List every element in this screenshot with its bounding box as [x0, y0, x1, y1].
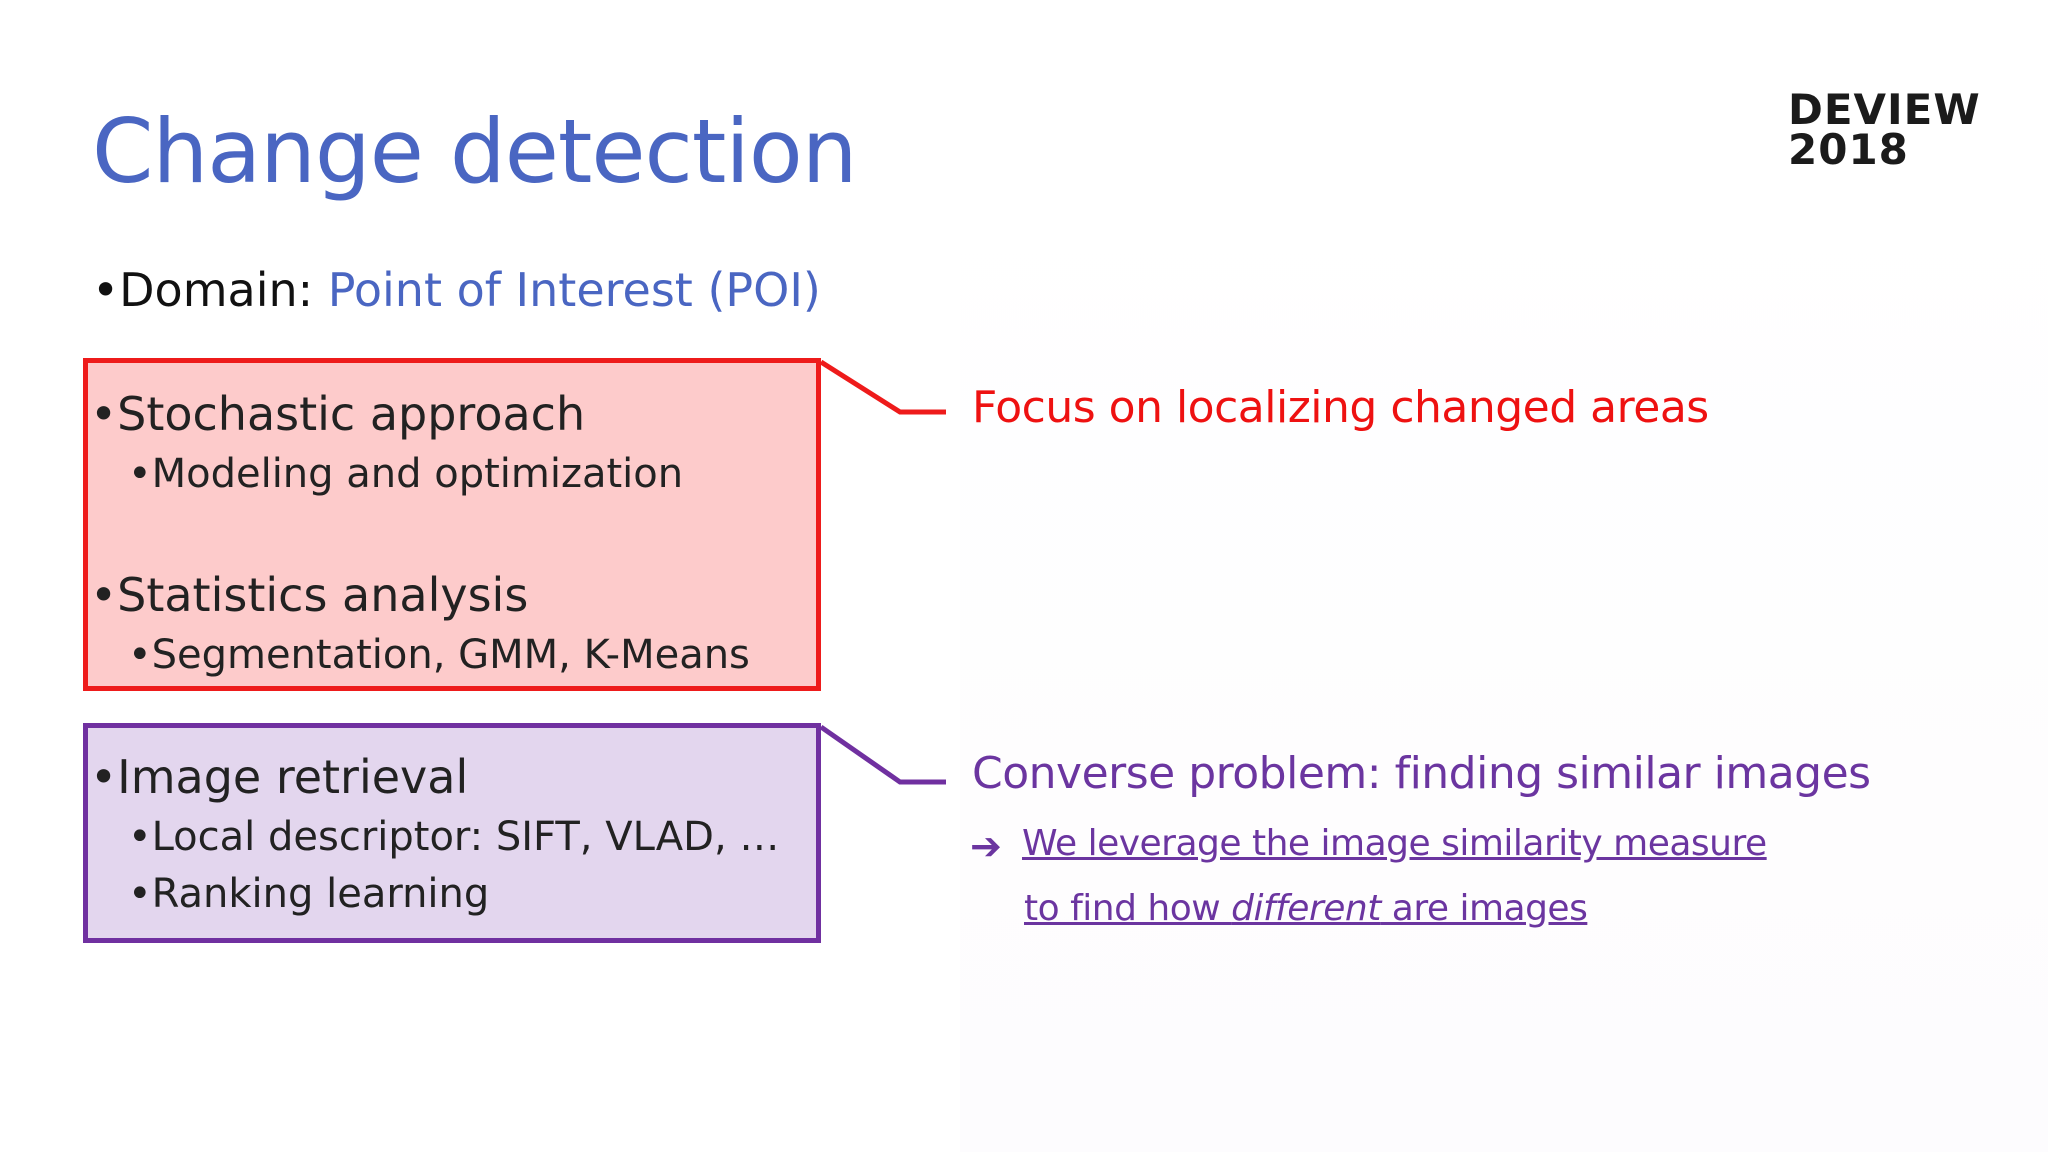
- note-line-1: We leverage the image similarity measure: [1022, 823, 1767, 864]
- slide-title: Change detection: [92, 100, 857, 203]
- deview-logo: DEVIEW 2018: [1788, 85, 1981, 174]
- red-box-item-2: •Statistics analysis: [90, 568, 529, 622]
- logo-line-1: DEVIEW: [1788, 85, 1981, 134]
- background-panel: [960, 170, 2048, 1152]
- red-box-item-2-sub: •Segmentation, GMM, K-Means: [128, 632, 750, 678]
- domain-label: Domain:: [119, 263, 328, 317]
- note-line-2-pre: to find how: [1024, 888, 1232, 929]
- domain-value: Point of Interest (POI): [327, 263, 821, 317]
- red-box-item-1-sub: •Modeling and optimization: [128, 451, 684, 497]
- purple-box-item-1: •Image retrieval: [90, 750, 469, 804]
- domain-line: •Domain: Point of Interest (POI): [92, 262, 821, 318]
- purple-connector: [819, 724, 946, 785]
- purple-box-sub-2: •Ranking learning: [128, 871, 490, 917]
- purple-callout: Converse problem: finding similar images: [972, 748, 1871, 799]
- note-line-2-emphasis: different: [1231, 888, 1381, 929]
- right-arrow-icon: ➔: [970, 824, 1002, 868]
- domain-bullet: •: [92, 263, 120, 317]
- logo-line-2: 2018: [1788, 125, 1909, 174]
- note-line-2: to find how different are images: [1024, 885, 1588, 933]
- purple-box-sub-1: •Local descriptor: SIFT, VLAD, …: [128, 814, 780, 860]
- note-line-2-post: are images: [1380, 888, 1588, 929]
- purple-box: [83, 723, 821, 943]
- red-callout: Focus on localizing changed areas: [972, 382, 1709, 433]
- red-box-item-1: •Stochastic approach: [90, 387, 586, 441]
- red-connector: [819, 359, 946, 415]
- red-box: [83, 358, 821, 691]
